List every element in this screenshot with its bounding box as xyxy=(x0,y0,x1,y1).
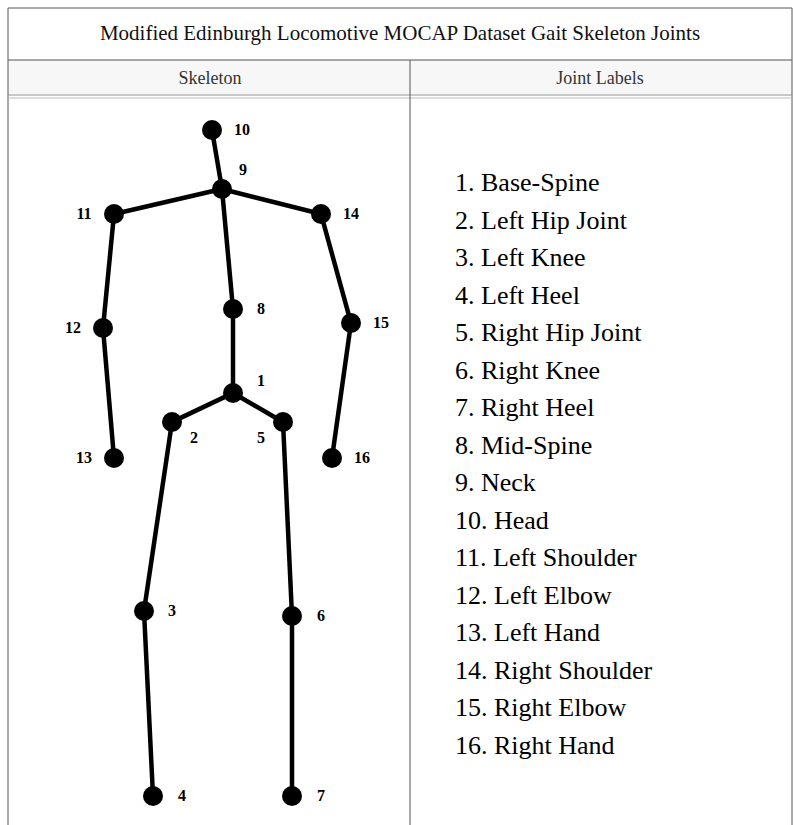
joint-label: 10. Head xyxy=(455,506,549,536)
joint-label: 13. Left Hand xyxy=(455,618,600,648)
joint-number: 11 xyxy=(76,205,91,223)
joint-dot: 6 xyxy=(282,606,302,626)
bone-line xyxy=(323,223,348,315)
joint-number: 9 xyxy=(239,161,247,179)
joint-dot: 1 xyxy=(223,383,243,403)
joint-number: 8 xyxy=(257,300,265,318)
joint-number: 6 xyxy=(317,607,325,625)
joint-dot: 11 xyxy=(104,204,124,224)
joint-dot: 13 xyxy=(104,448,124,468)
joint-label: 2. Left Hip Joint xyxy=(455,206,627,236)
joint-label: 15. Right Elbow xyxy=(455,693,626,723)
joint-number: 5 xyxy=(257,429,265,447)
joint-label: 8. Mid-Spine xyxy=(455,431,592,461)
joint-dot: 8 xyxy=(223,299,243,319)
table-title: Modified Edinburgh Locomotive MOCAP Data… xyxy=(100,20,700,46)
bone-line xyxy=(214,139,221,180)
joint-number: 14 xyxy=(343,205,359,223)
bone-line xyxy=(104,337,113,449)
joint-dot: 9 xyxy=(212,179,232,199)
bone-line xyxy=(104,223,113,319)
table-rule xyxy=(8,98,792,99)
joint-number: 2 xyxy=(190,429,198,447)
joint-label: 11. Left Shoulder xyxy=(455,543,637,573)
joint-dot: 3 xyxy=(134,601,154,621)
joint-label: 6. Right Knee xyxy=(455,356,600,386)
bone-line xyxy=(145,431,170,602)
joint-number: 4 xyxy=(178,787,186,805)
joint-dot: 14 xyxy=(311,204,331,224)
column-header: Skeleton xyxy=(179,67,242,89)
joint-dot: 15 xyxy=(341,313,361,333)
bone-line xyxy=(290,625,295,787)
header-band xyxy=(8,60,792,96)
table-rule xyxy=(8,8,9,825)
joint-number: 10 xyxy=(234,121,250,139)
table-rule xyxy=(410,60,411,825)
joint-dot: 12 xyxy=(93,318,113,338)
bone-line xyxy=(231,318,236,384)
joint-dot: 7 xyxy=(282,786,302,806)
joint-dot: 2 xyxy=(162,412,182,432)
bone-line xyxy=(180,397,225,418)
bone-line xyxy=(231,191,313,212)
joint-label: 14. Right Shoulder xyxy=(455,656,652,686)
bone-line xyxy=(283,431,291,607)
table-rule xyxy=(8,60,792,61)
joint-number: 12 xyxy=(65,319,81,337)
joint-number: 15 xyxy=(373,314,389,332)
bone-line xyxy=(123,191,213,212)
table-rule xyxy=(792,8,793,825)
joint-label: 7. Right Heel xyxy=(455,393,594,423)
joint-dot: 5 xyxy=(273,412,293,432)
joint-number: 7 xyxy=(317,787,325,805)
bone-line xyxy=(241,398,275,418)
joint-dot: 4 xyxy=(143,786,163,806)
table-rule xyxy=(8,95,792,96)
bone-line xyxy=(144,620,152,787)
joint-number: 1 xyxy=(257,372,265,390)
table-rule xyxy=(8,8,792,9)
joint-number: 16 xyxy=(354,449,370,467)
joint-label: 9. Neck xyxy=(455,468,536,498)
joint-label: 5. Right Hip Joint xyxy=(455,318,641,348)
joint-label: 3. Left Knee xyxy=(455,243,586,273)
joint-label: 1. Base-Spine xyxy=(455,168,599,198)
joint-label: 4. Left Heel xyxy=(455,281,580,311)
column-header: Joint Labels xyxy=(556,67,644,89)
joint-number: 13 xyxy=(76,449,92,467)
bone-line xyxy=(223,198,232,300)
joint-label: 12. Left Elbow xyxy=(455,581,612,611)
joint-number: 3 xyxy=(168,602,176,620)
joint-label: 16. Right Hand xyxy=(455,731,615,761)
joint-dot: 16 xyxy=(322,448,342,468)
bone-line xyxy=(333,332,349,449)
joint-dot: 10 xyxy=(202,120,222,140)
